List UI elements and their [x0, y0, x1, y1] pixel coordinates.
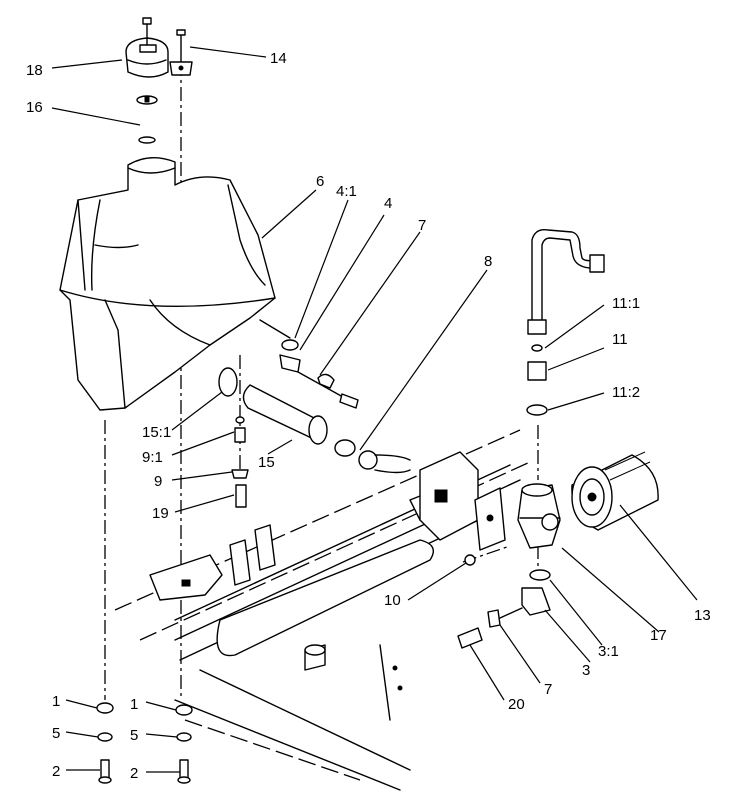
callout-1-right: 1 [130, 696, 138, 713]
callout-2-right: 2 [130, 765, 138, 782]
callout-10: 10 [384, 592, 401, 609]
standpipe-parts [231, 416, 249, 508]
callout-6: 6 [316, 173, 324, 190]
frame [114, 429, 531, 791]
callout-3-1: 3:1 [598, 643, 619, 660]
callout-11-2: 11:2 [612, 384, 640, 401]
callout-8: 8 [484, 253, 492, 270]
callout-3: 3 [582, 662, 590, 679]
fuel-line-fittings [259, 319, 359, 409]
callout-18: 18 [26, 62, 43, 79]
gasket [138, 136, 156, 144]
callout-11-1: 11:1 [612, 295, 640, 312]
fuel-cap [125, 17, 169, 105]
callout-19: 19 [152, 505, 169, 522]
oil-filter [571, 451, 659, 531]
callout-9-1: 9:1 [142, 449, 163, 466]
fuel-tank [59, 157, 276, 411]
callout-15: 15 [258, 454, 275, 471]
callout-14: 14 [270, 50, 287, 67]
callout-4-1: 4:1 [336, 183, 357, 200]
callout-20: 20 [508, 696, 525, 713]
callout-9: 9 [154, 473, 162, 490]
callout-labels: 18 14 16 6 4:1 4 7 8 11:1 11 11:2 15:1 9… [26, 50, 711, 782]
callout-1-left: 1 [52, 693, 60, 710]
screw-and-clip [169, 29, 193, 76]
callout-2-left: 2 [52, 763, 60, 780]
callout-16: 16 [26, 99, 43, 116]
lower-fittings [457, 554, 551, 649]
callout-4: 4 [384, 195, 392, 212]
callout-7-upper: 7 [418, 217, 426, 234]
callout-15-1: 15:1 [142, 424, 171, 441]
callout-5-left: 5 [52, 725, 60, 742]
callout-5-right: 5 [130, 727, 138, 744]
fuel-return-line [526, 229, 605, 416]
callout-7-lower: 7 [544, 681, 552, 698]
fuel-hose [218, 367, 411, 474]
filter-adapter [517, 483, 561, 549]
leader-lines [51, 46, 698, 773]
mounting-hardware-right [175, 704, 193, 784]
callout-11: 11 [612, 331, 628, 348]
callout-13: 13 [694, 607, 711, 624]
callout-17: 17 [650, 627, 667, 644]
mounting-hardware-left [96, 702, 114, 784]
